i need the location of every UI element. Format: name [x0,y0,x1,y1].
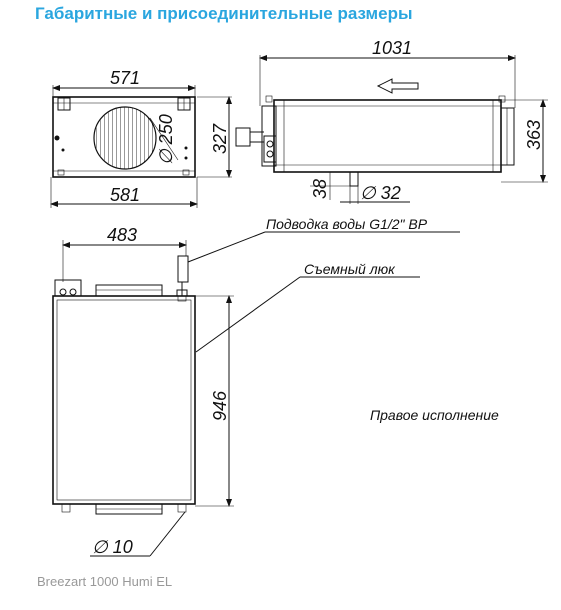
dim-top-width: 483 [107,225,137,245]
dim-front-width-top: 571 [110,68,140,88]
dim-side-length: 1031 [372,38,412,58]
dim-mount-hole: ∅ 10 [92,537,133,557]
front-housing [52,96,196,178]
dim-top-length: 946 [210,390,230,421]
drain-pipe [349,171,359,187]
fan-icon [93,106,157,170]
note-water-supply: Подводка воды G1/2" ВР [266,216,428,232]
note-hatch: Съемный люк [304,261,396,277]
dim-drain-diameter: ∅ 32 [360,183,401,203]
side-view [235,55,548,204]
dim-front-height: 327 [210,123,230,154]
dim-drain-offset: 38 [310,179,330,199]
model-caption: Breezart 1000 Humi EL [37,574,173,589]
page-title: Габаритные и присоединительные размеры [35,4,413,23]
top-view [52,231,460,557]
dim-front-width-bottom: 581 [110,185,140,205]
dim-fan-diameter: ∅ 250 [156,114,176,165]
top-housing [52,295,196,505]
airflow-arrow-icon [376,78,419,94]
side-housing [273,99,502,173]
front-view [50,85,232,208]
note-version: Правое исполнение [370,407,499,423]
dim-side-height: 363 [524,120,544,150]
